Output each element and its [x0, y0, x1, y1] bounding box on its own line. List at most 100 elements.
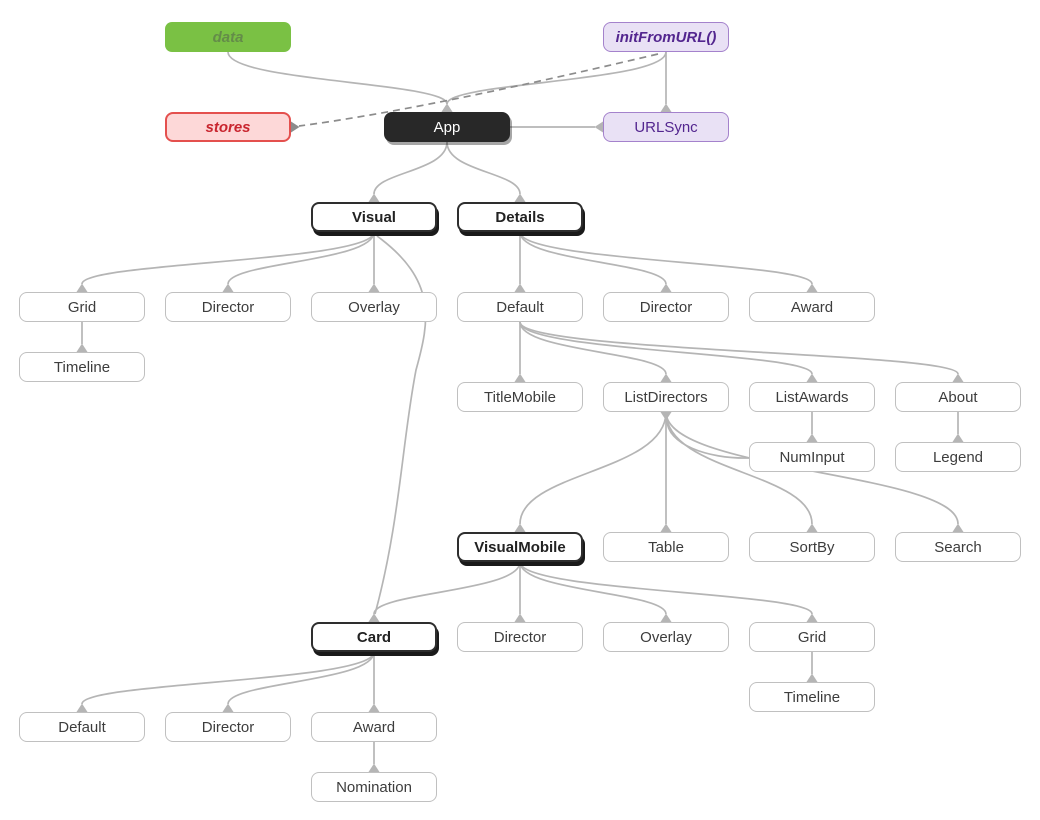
arrowhead: [660, 283, 672, 292]
node-label: Timeline: [53, 358, 111, 376]
node-label: Director: [201, 718, 255, 736]
edge-visual-director1: [227, 231, 375, 285]
node-label: Overlay: [348, 298, 400, 316]
node-label: Nomination: [336, 778, 412, 796]
node-initFromURL[interactable]: initFromURL(): [603, 22, 729, 52]
node-label: App: [433, 118, 461, 136]
node-label: Timeline: [783, 688, 841, 706]
node-director1[interactable]: Director: [165, 292, 291, 322]
edge-visual-grid1: [81, 231, 375, 285]
node-search[interactable]: Search: [895, 532, 1021, 562]
arrowhead: [222, 703, 234, 712]
node-overlay2[interactable]: Overlay: [603, 622, 729, 652]
node-data[interactable]: data: [165, 22, 291, 52]
arrowhead: [806, 433, 818, 442]
node-label: ListAwards: [775, 388, 849, 406]
node-label: TitleMobile: [484, 388, 556, 406]
node-nomination[interactable]: Nomination: [311, 772, 437, 802]
node-card[interactable]: Card: [311, 622, 437, 652]
edge-numinput-listdirectors: [666, 419, 750, 459]
node-label: Grid: [797, 628, 827, 646]
node-label: Details: [495, 208, 545, 226]
node-director2[interactable]: Director: [603, 292, 729, 322]
node-label: About: [938, 388, 978, 406]
arrowhead: [806, 613, 818, 622]
node-director4[interactable]: Director: [165, 712, 291, 742]
node-urlsync[interactable]: URLSync: [603, 112, 729, 142]
node-legend[interactable]: Legend: [895, 442, 1021, 472]
node-label: VisualMobile: [474, 538, 566, 556]
edge-card-default2: [81, 651, 375, 705]
edge-app-visual: [373, 141, 448, 195]
node-listdirectors[interactable]: ListDirectors: [603, 382, 729, 412]
node-numinput[interactable]: NumInput: [749, 442, 875, 472]
arrowhead: [806, 523, 818, 532]
node-label: Director: [639, 298, 693, 316]
node-label: Visual: [352, 208, 396, 226]
node-table[interactable]: Table: [603, 532, 729, 562]
edge-data-app: [227, 51, 448, 105]
arrowhead: [660, 103, 672, 112]
node-label: URLSync: [634, 118, 698, 136]
node-default1[interactable]: Default: [457, 292, 583, 322]
edge-listdirectors-visualmobile: [519, 411, 667, 525]
edge-default1-listawards: [519, 321, 813, 375]
arrowhead: [368, 763, 380, 772]
arrowhead: [952, 373, 964, 382]
arrowhead: [368, 283, 380, 292]
arrowhead: [222, 283, 234, 292]
node-app[interactable]: App: [384, 112, 510, 142]
node-label: Card: [356, 628, 392, 646]
node-award1[interactable]: Award: [749, 292, 875, 322]
node-label: stores: [205, 118, 251, 136]
node-director3[interactable]: Director: [457, 622, 583, 652]
edge-initFromURL-stores: [298, 53, 659, 127]
edge-default1-about: [519, 321, 959, 375]
edge-listdirectors-sortby: [665, 411, 813, 525]
edge-details-director2: [519, 231, 667, 285]
node-label: Default: [58, 718, 106, 736]
node-label: Search: [934, 538, 982, 556]
arrowhead: [514, 193, 526, 202]
node-visual[interactable]: Visual: [311, 202, 437, 232]
node-visualmobile[interactable]: VisualMobile: [457, 532, 583, 562]
edge-app-details: [446, 141, 521, 195]
node-details[interactable]: Details: [457, 202, 583, 232]
node-label: Director: [493, 628, 547, 646]
arrowhead: [368, 613, 380, 622]
node-grid1[interactable]: Grid: [19, 292, 145, 322]
node-grid2[interactable]: Grid: [749, 622, 875, 652]
node-overlay1[interactable]: Overlay: [311, 292, 437, 322]
arrowhead: [514, 523, 526, 532]
arrowhead: [291, 121, 300, 133]
node-about[interactable]: About: [895, 382, 1021, 412]
edge-default1-listdirectors: [519, 321, 667, 375]
edge-visualmobile-overlay2: [519, 561, 667, 615]
node-label: Legend: [932, 448, 984, 466]
node-label: ListDirectors: [624, 388, 708, 406]
node-stores[interactable]: stores: [165, 112, 291, 142]
arrowhead: [806, 283, 818, 292]
node-award2[interactable]: Award: [311, 712, 437, 742]
node-label: NumInput: [779, 448, 845, 466]
arrowhead: [76, 283, 88, 292]
node-titlemobile[interactable]: TitleMobile: [457, 382, 583, 412]
arrowhead: [514, 613, 526, 622]
node-label: Director: [201, 298, 255, 316]
arrowhead: [76, 703, 88, 712]
node-listawards[interactable]: ListAwards: [749, 382, 875, 412]
node-default2[interactable]: Default: [19, 712, 145, 742]
arrowhead: [514, 373, 526, 382]
arrowhead: [660, 613, 672, 622]
node-sortby[interactable]: SortBy: [749, 532, 875, 562]
edge-details-award1: [519, 231, 813, 285]
arrowhead: [806, 673, 818, 682]
node-label: SortBy: [789, 538, 835, 556]
arrowhead: [594, 121, 603, 133]
edge-visualmobile-card: [373, 561, 521, 615]
node-timeline2[interactable]: Timeline: [749, 682, 875, 712]
arrowhead: [952, 433, 964, 442]
node-label: Default: [496, 298, 544, 316]
node-timeline1[interactable]: Timeline: [19, 352, 145, 382]
